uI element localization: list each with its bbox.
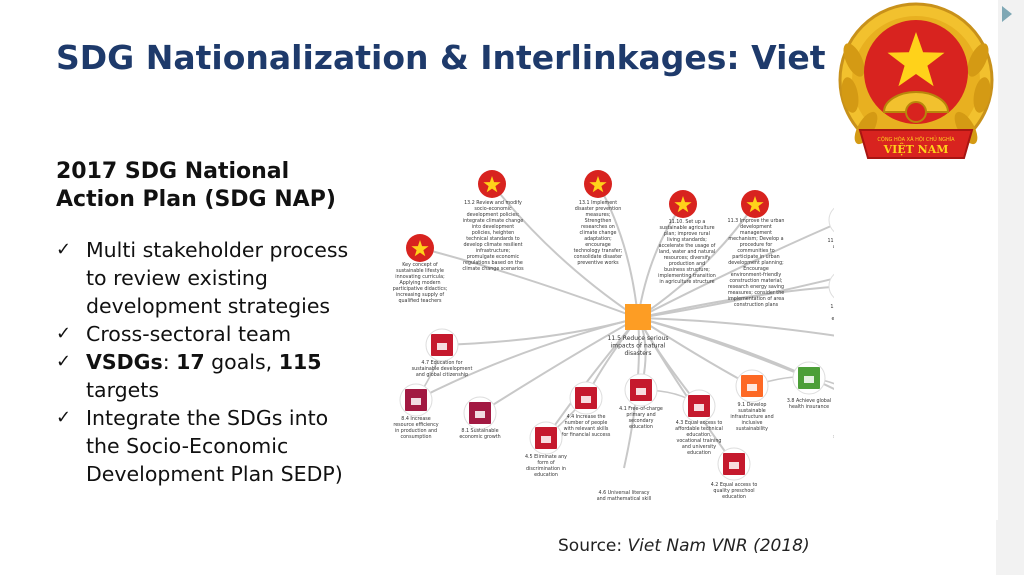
source-citation: Source: Viet Nam VNR (2018) bbox=[558, 536, 810, 556]
bullet-line: Cross-sectoral team bbox=[86, 322, 292, 346]
emblem-ring-text: CỘNG HÒA XÃ HỘI CHỦ NGHĨA bbox=[877, 135, 955, 143]
bullet-line: Integrate the SDGs into bbox=[86, 406, 329, 430]
sdg-glyph-icon bbox=[581, 396, 591, 403]
bullet-line: Multi stakeholder process bbox=[86, 238, 349, 262]
emblem-text: VIỆT NAM bbox=[883, 142, 949, 156]
source-label: Source: bbox=[558, 536, 628, 556]
sdg-glyph-icon bbox=[437, 343, 447, 350]
bullet-bold: 115 bbox=[278, 350, 322, 374]
diagram-link bbox=[637, 317, 859, 402]
bullet-item: ✓ Multi stakeholder process to review ex… bbox=[56, 236, 386, 320]
diagram-link bbox=[415, 317, 639, 401]
slide-title: SDG Nationalization & Interlinkages: Vie… bbox=[56, 38, 836, 77]
emblem-graphic bbox=[838, 2, 994, 159]
slide-edge-bar bbox=[996, 0, 1024, 575]
sdg-glyph-icon bbox=[411, 398, 421, 405]
source-value: Viet Nam VNR (2018) bbox=[627, 536, 810, 556]
sdg-glyph-icon bbox=[747, 384, 757, 391]
diagram-link bbox=[637, 203, 756, 319]
bullet-item: ✓ Integrate the SDGs into the Socio-Econ… bbox=[56, 404, 386, 488]
bullet-item: ✓ VSDGs: 17 goals, 115 targets bbox=[56, 348, 386, 404]
sdg-glyph-icon bbox=[636, 388, 646, 395]
subheading-line: 2017 SDG National bbox=[56, 159, 290, 184]
bullet-bold: 17 bbox=[176, 350, 205, 374]
bullet-text: goals, bbox=[204, 350, 279, 374]
diagram-link bbox=[479, 317, 639, 414]
star-icon bbox=[411, 240, 429, 257]
bullet-bold: VSDGs bbox=[86, 350, 163, 374]
bullet-line: to review existing bbox=[86, 266, 268, 290]
diagram-link bbox=[637, 219, 846, 319]
sdg-11-icon bbox=[625, 304, 651, 330]
diagram-link bbox=[637, 317, 735, 465]
star-icon bbox=[746, 196, 764, 213]
checkmark-icon: ✓ bbox=[56, 239, 72, 260]
diagram-link bbox=[637, 317, 753, 387]
sdg-glyph-icon bbox=[729, 462, 739, 469]
sdg-glyph-icon bbox=[475, 411, 485, 418]
bullet-line: development strategies bbox=[86, 294, 331, 318]
diagram-link bbox=[597, 183, 639, 319]
star-icon bbox=[483, 176, 501, 193]
arrow-right-icon bbox=[1002, 6, 1012, 22]
sdg-glyph-icon bbox=[541, 436, 551, 443]
bullet-item: ✓ Cross-sectoral team bbox=[56, 320, 386, 348]
bullet-line: VSDGs: 17 goals, 115 bbox=[86, 348, 386, 376]
bullet-line: targets bbox=[86, 378, 160, 402]
text-column: 2017 SDG National Action Plan (SDG NAP) … bbox=[56, 158, 386, 488]
checkmark-icon: ✓ bbox=[56, 351, 72, 372]
diagram-link bbox=[637, 285, 846, 319]
diagram-link bbox=[491, 183, 639, 319]
sdg-glyph-icon bbox=[694, 404, 704, 411]
diagram-link bbox=[419, 247, 639, 319]
subheading: 2017 SDG National Action Plan (SDG NAP) bbox=[56, 158, 386, 214]
sdg-glyph-icon bbox=[804, 376, 814, 383]
vietnam-emblem-icon: CỘNG HÒA XÃ HỘI CHỦ NGHĨA VIỆT NAM bbox=[838, 2, 994, 159]
bullet-line: the Socio-Economic bbox=[86, 434, 289, 458]
bullet-line: Development Plan SEDP) bbox=[86, 462, 343, 486]
emblem-panel: CỘNG HÒA XÃ HỘI CHỦ NGHĨA VIỆT NAM bbox=[834, 0, 998, 520]
star-icon bbox=[674, 196, 692, 213]
bullet-list: ✓ Multi stakeholder process to review ex… bbox=[56, 236, 386, 488]
checkmark-icon: ✓ bbox=[56, 407, 72, 428]
star-icon bbox=[589, 176, 607, 193]
subheading-line: Action Plan (SDG NAP) bbox=[56, 187, 336, 212]
checkmark-icon: ✓ bbox=[56, 323, 72, 344]
bullet-text: : bbox=[162, 350, 177, 374]
